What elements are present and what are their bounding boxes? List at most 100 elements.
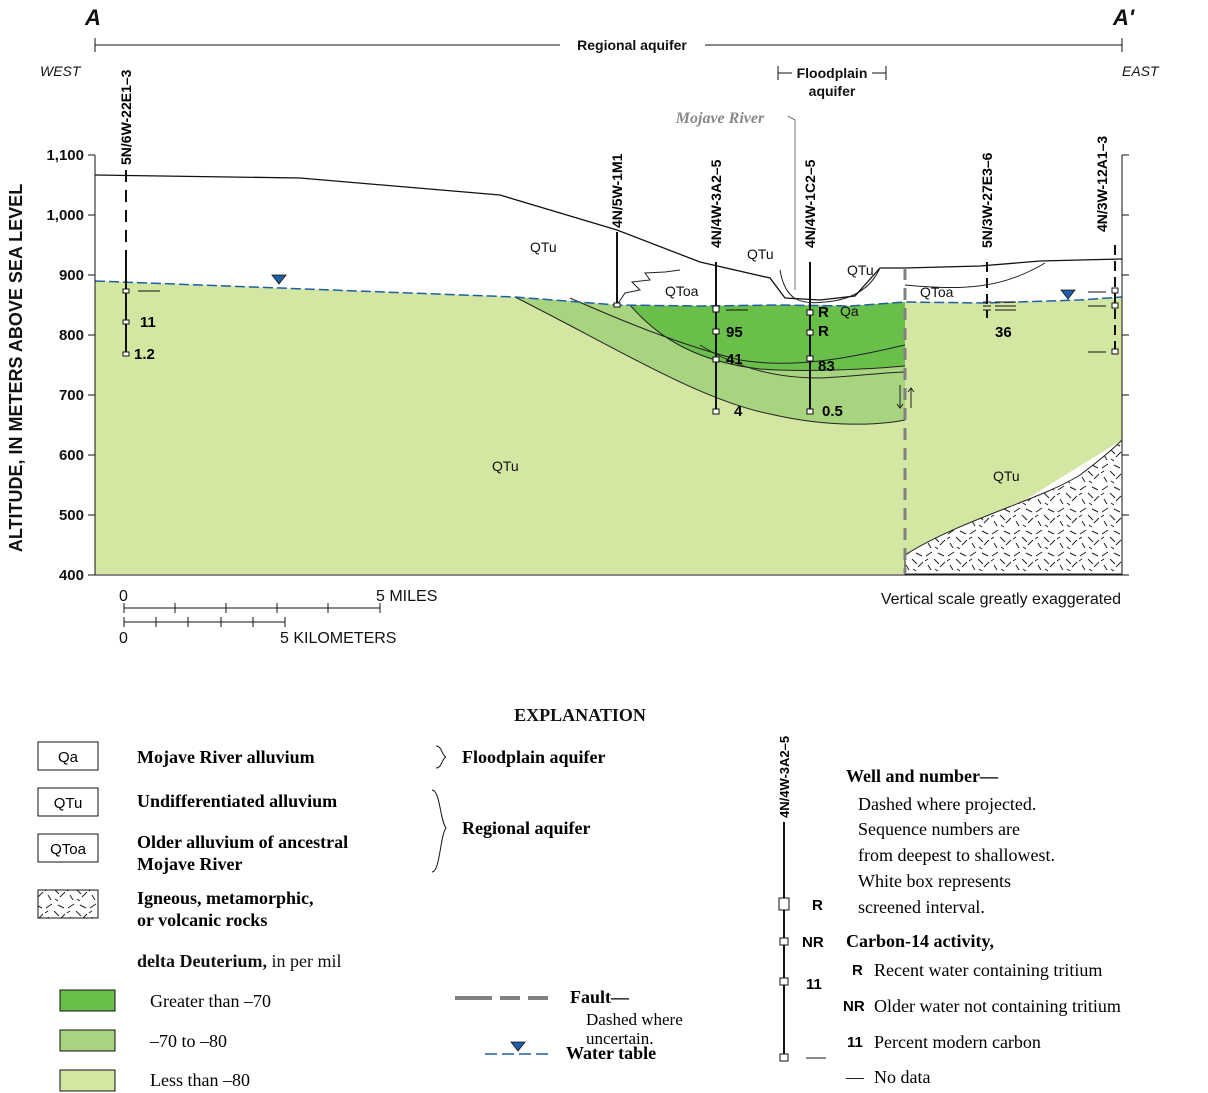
- unit-label-qtoa: QToa: [920, 284, 954, 300]
- unit-label-qtoa: QToa: [665, 283, 699, 299]
- legend-well-screen: [779, 1053, 789, 1062]
- well-5N-6W-22E1: 5N/6W-22E1–3 11 1.2: [118, 69, 160, 363]
- deuterium-greater-than-70-zone: [630, 302, 905, 371]
- floodplain-aquifer-label: Floodplain: [797, 65, 868, 81]
- legend-c14-code: 11: [847, 1034, 863, 1051]
- section-end-left: A: [84, 5, 101, 30]
- y-tick-label: 1,100: [46, 147, 84, 164]
- legend-swatch-deut-low: [59, 1069, 116, 1092]
- y-tick-labels: 1,100 1,000 900 800 700 600 500 400: [46, 147, 84, 584]
- legend-well-desc: Dashed where projected.: [858, 794, 1036, 814]
- water-table-symbol: [1060, 289, 1076, 300]
- scale-bars: [123, 603, 381, 627]
- legend-label-deut-mid: –70 to –80: [149, 1031, 227, 1051]
- direction-west: WEST: [40, 63, 82, 79]
- explanation-title: EXPLANATION: [514, 705, 646, 725]
- legend-regional-aquifer: Regional aquifer: [462, 818, 591, 838]
- mojave-river-label: Mojave River: [675, 110, 765, 127]
- well-name: 4N/3W-12A1–3: [1094, 136, 1110, 232]
- well-value: 83: [818, 358, 835, 375]
- fault-arrows: [896, 385, 915, 409]
- legend-label-deut-high: Greater than –70: [150, 991, 271, 1011]
- well-name: 4N/5W-1M1: [609, 153, 625, 228]
- brace: [431, 789, 447, 873]
- y-tick-label: 1,000: [46, 207, 84, 224]
- legend-box-label: QToa: [50, 841, 87, 858]
- legend-label-qtu: Undifferentiated alluvium: [137, 791, 337, 811]
- y-tick-label: 700: [59, 387, 84, 404]
- legend-c14-code: R: [852, 962, 863, 979]
- contact-lines: [514, 262, 1046, 425]
- well-name: 5N/3W-27E3–6: [979, 152, 995, 248]
- legend-well-desc: screened interval.: [858, 897, 985, 917]
- unit-label-qtu: QTu: [747, 246, 774, 262]
- legend-fault-desc: Dashed where: [586, 1010, 683, 1029]
- legend-swatch-rocks: [37, 889, 99, 919]
- legend-well-desc: from deepest to shallowest.: [858, 845, 1055, 865]
- legend-well-screen: [779, 977, 789, 986]
- legend-well-code: NR: [802, 934, 824, 951]
- y-tick-label: 400: [59, 567, 84, 584]
- legend-floodplain-aquifer: Floodplain aquifer: [462, 747, 606, 767]
- scale-miles-label: 5 MILES: [376, 588, 437, 605]
- legend-c14-text: Recent water containing tritium: [874, 960, 1102, 980]
- well-name: 5N/6W-22E1–3: [118, 69, 134, 165]
- well-value: 95: [726, 324, 743, 341]
- legend-water-table-symbol: [510, 1041, 526, 1052]
- legend-swatch-qtu: [37, 787, 99, 817]
- y-tick-label: 500: [59, 507, 84, 524]
- legend-well-title: Well and number—: [846, 766, 999, 786]
- unit-label-qtu: QTu: [530, 239, 557, 255]
- legend-label-deut-low: Less than –80: [150, 1070, 250, 1090]
- deuterium-title-bold: delta Deuterium,: [137, 951, 267, 971]
- vertical-scale-note: Vertical scale greatly exaggerated: [881, 591, 1121, 608]
- section-end-right: A': [1112, 5, 1135, 30]
- unit-label-qtu: QTu: [847, 262, 874, 278]
- legend-well-code: R: [812, 897, 823, 914]
- legend-well-name: 4N/4W-3A2–5: [777, 736, 792, 818]
- legend-well-desc: White box represents: [858, 871, 1011, 891]
- well-name: 4N/4W-1C2–5: [802, 159, 818, 248]
- legend-well-screen: [779, 937, 789, 946]
- y-tick-label: 600: [59, 447, 84, 464]
- well-4N-5W-1M1: 4N/5W-1M1: [609, 153, 625, 308]
- unit-label-qa: Qa: [840, 303, 859, 319]
- floodplain-aquifer-label: aquifer: [809, 83, 856, 99]
- scale-km-zero: 0: [119, 630, 128, 647]
- explanation: EXPLANATION Qa Mojave River alluvium Flo…: [37, 705, 1121, 1092]
- y-axis: [88, 154, 1129, 576]
- well-4N-4W-1C2: 4N/4W-1C2–5 R R 83 0.5: [802, 159, 843, 420]
- well-value: R: [818, 304, 829, 321]
- legend-water-table-label: Water table: [566, 1043, 656, 1063]
- well-4N-3W-12A1: 4N/3W-12A1–3: [1088, 136, 1119, 355]
- direction-east: EAST: [1122, 63, 1160, 79]
- legend-c14-title: Carbon-14 activity,: [846, 931, 994, 951]
- legend-fault-title: Fault—: [570, 987, 630, 1007]
- legend-swatch-deut-high: [59, 989, 116, 1012]
- unit-label-qtu: QTu: [993, 468, 1020, 484]
- water-table-line: [94, 280, 1123, 307]
- legend-label-qtoa: Mojave River: [137, 854, 242, 874]
- legend-swatch-qa: [37, 741, 99, 771]
- well-4N-4W-3A2: 4N/4W-3A2–5 95 41 4: [708, 159, 748, 420]
- well-5N-3W-27E3: 5N/3W-27E3–6 36: [979, 152, 1016, 341]
- legend-label-qtoa: Older alluvium of ancestral: [137, 832, 348, 852]
- legend-c14-text: Older water not containing tritium: [874, 996, 1121, 1016]
- legend-well-desc: Sequence numbers are: [858, 819, 1020, 839]
- regional-aquifer-label: Regional aquifer: [577, 37, 687, 53]
- scale-km-label: 5 KILOMETERS: [280, 630, 396, 647]
- y-tick-label: 900: [59, 267, 84, 284]
- legend-label-rocks: or volcanic rocks: [137, 910, 267, 930]
- scale-labels: 0 5 MILES 0 5 KILOMETERS Vertical scale …: [119, 588, 1121, 647]
- well-name: 4N/4W-3A2–5: [708, 159, 724, 248]
- section-header: A A' Regional aquifer WEST EAST Floodpla…: [40, 5, 1160, 290]
- well-value: 11: [140, 314, 156, 331]
- cross-section: 1,100 1,000 900 800 700 600 500 400 ALTI…: [6, 5, 1160, 647]
- legend-c14-code: NR: [843, 998, 865, 1015]
- bedrock-zone: [904, 438, 1123, 575]
- well-value: 0.5: [822, 403, 843, 420]
- well-value: 1.2: [134, 346, 155, 363]
- deuterium-title-unit: in per mil: [267, 951, 342, 971]
- scale-miles-zero: 0: [119, 588, 128, 605]
